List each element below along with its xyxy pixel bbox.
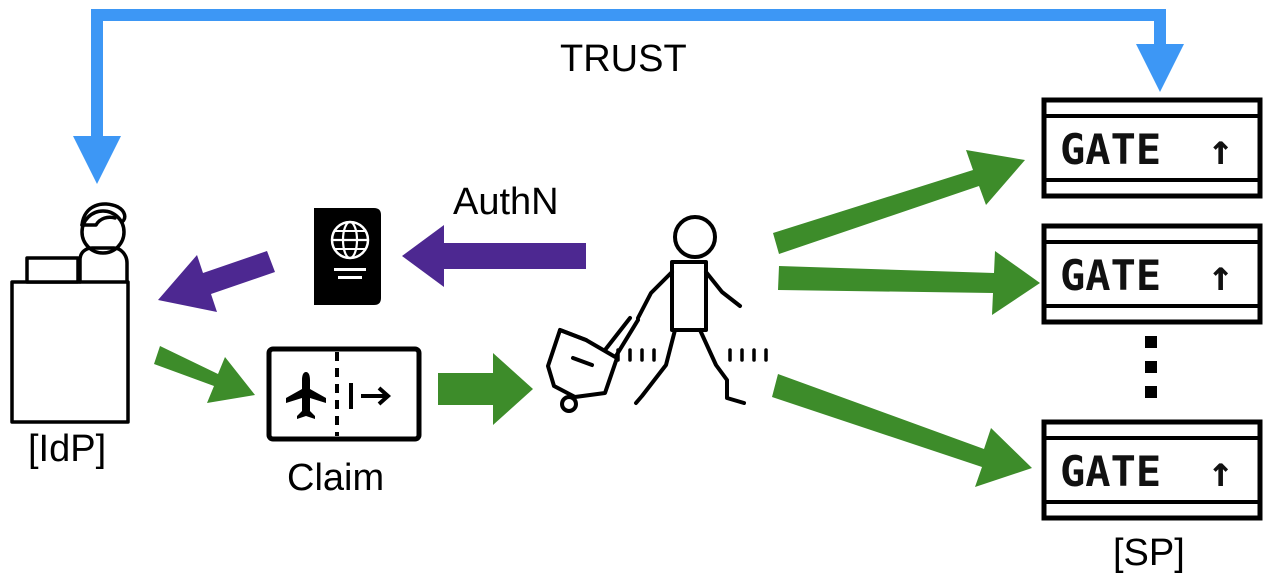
desk-agent-icon <box>10 202 130 424</box>
gate-up-arrow-icon: ↑ <box>1208 251 1233 300</box>
gate-sign-icon: GATE ↑ GATE ↑ GATE ↑ <box>1041 97 1263 521</box>
authn-arrow-passport-to-idp <box>158 251 275 312</box>
claim-arrow-ticket-to-traveler <box>438 353 533 425</box>
gate-label: GATE <box>1060 251 1161 300</box>
traveler-with-luggage-icon <box>546 215 768 413</box>
trust-arrowhead-sp <box>1136 44 1184 92</box>
gate-up-arrow-icon: ↑ <box>1208 125 1233 174</box>
gate-label: GATE <box>1060 447 1161 496</box>
authn-arrow-traveler-to-passport <box>402 225 586 287</box>
boarding-pass-icon <box>266 346 422 442</box>
gate-arrow-3 <box>772 374 1032 487</box>
trust-arrowhead-idp <box>73 136 121 184</box>
authn-flow <box>158 225 586 312</box>
trust-connector <box>73 9 1184 184</box>
gate-up-arrow-icon: ↑ <box>1208 447 1233 496</box>
gate-label: GATE <box>1060 125 1161 174</box>
gate-sign-2: GATE ↑ <box>1041 223 1263 325</box>
gate-flow <box>772 150 1040 487</box>
trust-label: TRUST <box>560 38 687 80</box>
claim-label: Claim <box>287 457 385 499</box>
more-gates-ellipsis <box>1145 336 1157 398</box>
passport-icon <box>314 208 381 305</box>
gate-arrow-1 <box>773 150 1025 254</box>
sp-label: [SP] <box>1113 532 1185 574</box>
gate-sign-3: GATE ↑ <box>1041 419 1263 521</box>
authn-label: AuthN <box>453 181 559 223</box>
claim-flow <box>154 346 533 425</box>
claim-arrow-idp-to-ticket <box>154 346 255 403</box>
gate-sign-1: GATE ↑ <box>1041 97 1263 199</box>
gate-arrow-2 <box>778 251 1040 315</box>
idp-label: [IdP] <box>28 428 107 470</box>
